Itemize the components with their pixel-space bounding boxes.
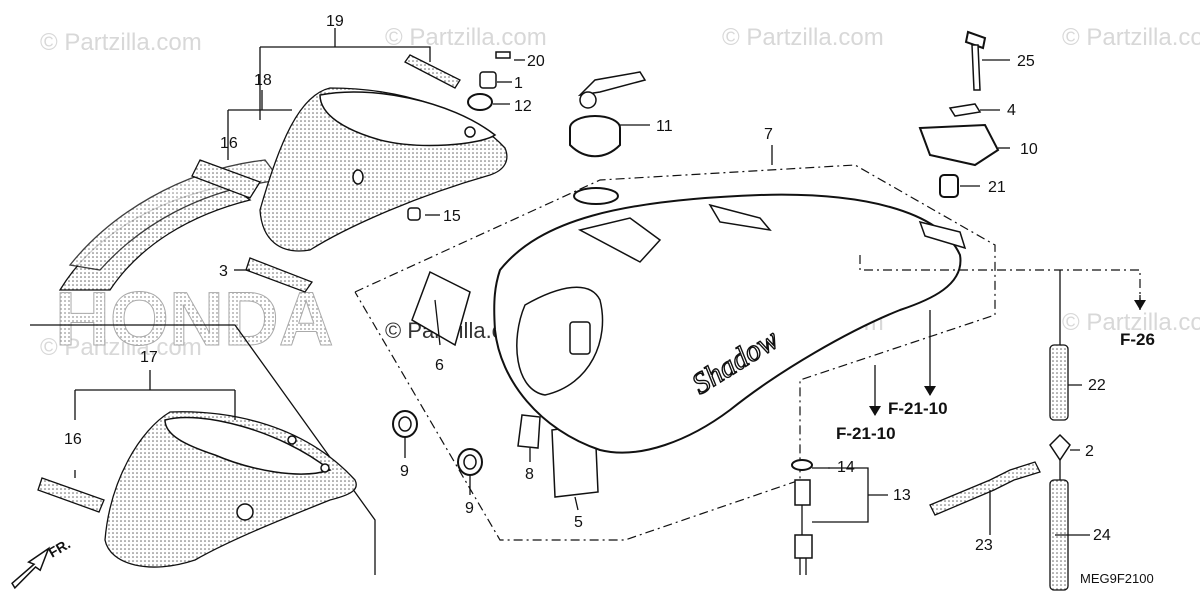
section-divider [30,324,376,575]
ref-f26: F-26 [1120,330,1155,349]
callout-17: 17 [140,349,158,366]
watermark-far-right: © Partzilla.com [1062,309,1200,336]
callout-12: 12 [514,98,532,115]
grommet-9b [457,448,483,476]
callout-16-upper: 16 [220,135,238,152]
part-12-grommet [467,93,493,111]
lower-tank-cover [104,411,357,568]
ref-f2110-b: F-21-10 [836,424,896,443]
callout-14: 14 [837,459,855,476]
watermark-top-far-right: © Partzilla.com [1062,24,1200,51]
front-direction-indicator: FR. [11,535,74,590]
callout-3: 3 [219,263,228,280]
label-8 [517,414,541,449]
callout-20: 20 [527,53,545,70]
part-15-grommet [407,207,421,221]
honda-logo-text: HONDA [55,277,334,362]
callout-7: 7 [764,126,773,143]
emblem-16-upper [191,159,261,199]
part-3-strip [245,257,314,293]
callout-19: 19 [326,13,344,30]
callout-22: 22 [1088,377,1106,394]
part-19-strip [404,54,461,89]
part-4-washer [948,103,982,117]
label-6 [411,270,471,347]
watermark-top-right: © Partzilla.com [722,24,884,51]
grommet-9a [392,410,418,438]
fuel-sender [791,459,813,575]
part-2-joint [1049,433,1071,462]
callout-2: 2 [1085,443,1094,460]
callout-23: 23 [975,537,993,554]
callout-5: 5 [574,514,583,531]
ref-f2110-a: F-21-10 [888,399,948,418]
watermark-mid-left: © Partzilla.com [40,334,202,361]
callout-4: 4 [1007,102,1016,119]
diagram-code: MEG9F2100 [1080,571,1154,586]
part-23-tube [929,461,1041,516]
part-22-tube [1049,344,1069,421]
watermark-top-left: © Partzilla.com [40,29,202,56]
arrow-f26 [1134,300,1146,310]
leader-lines [74,28,1146,536]
callout-13: 13 [893,487,911,504]
callout-15: 15 [443,208,461,225]
fuel-cap [569,71,647,158]
arrow-f2110a [924,386,936,396]
part-20-screw [495,51,511,59]
callout-10: 10 [1020,141,1038,158]
fr-label: FR. [46,535,74,560]
callout-21: 21 [988,179,1006,196]
callout-25: 25 [1017,53,1035,70]
callout-1: 1 [514,75,523,92]
part-25-bolt [964,30,987,91]
arrow-f2110b [869,406,881,416]
upper-tank-cover [259,87,508,252]
part-1-collar [479,71,497,89]
fuel-tank: Shadow [493,193,967,454]
tank-assembly-outline [354,164,996,541]
filler-ring [573,187,619,205]
part-21-collar [939,174,959,198]
callout-11: 11 [656,118,673,135]
callout-16-lower: 16 [64,431,82,448]
callout-18: 18 [254,72,272,89]
callout-9b: 9 [465,500,474,517]
emblem-16-lower [37,477,105,513]
callout-6: 6 [435,357,444,374]
callout-24: 24 [1093,527,1111,544]
honda-wing-logo: HONDA [55,159,334,363]
part-10-mount [918,123,1000,167]
callout-9a: 9 [400,463,409,480]
callout-8: 8 [525,466,534,483]
